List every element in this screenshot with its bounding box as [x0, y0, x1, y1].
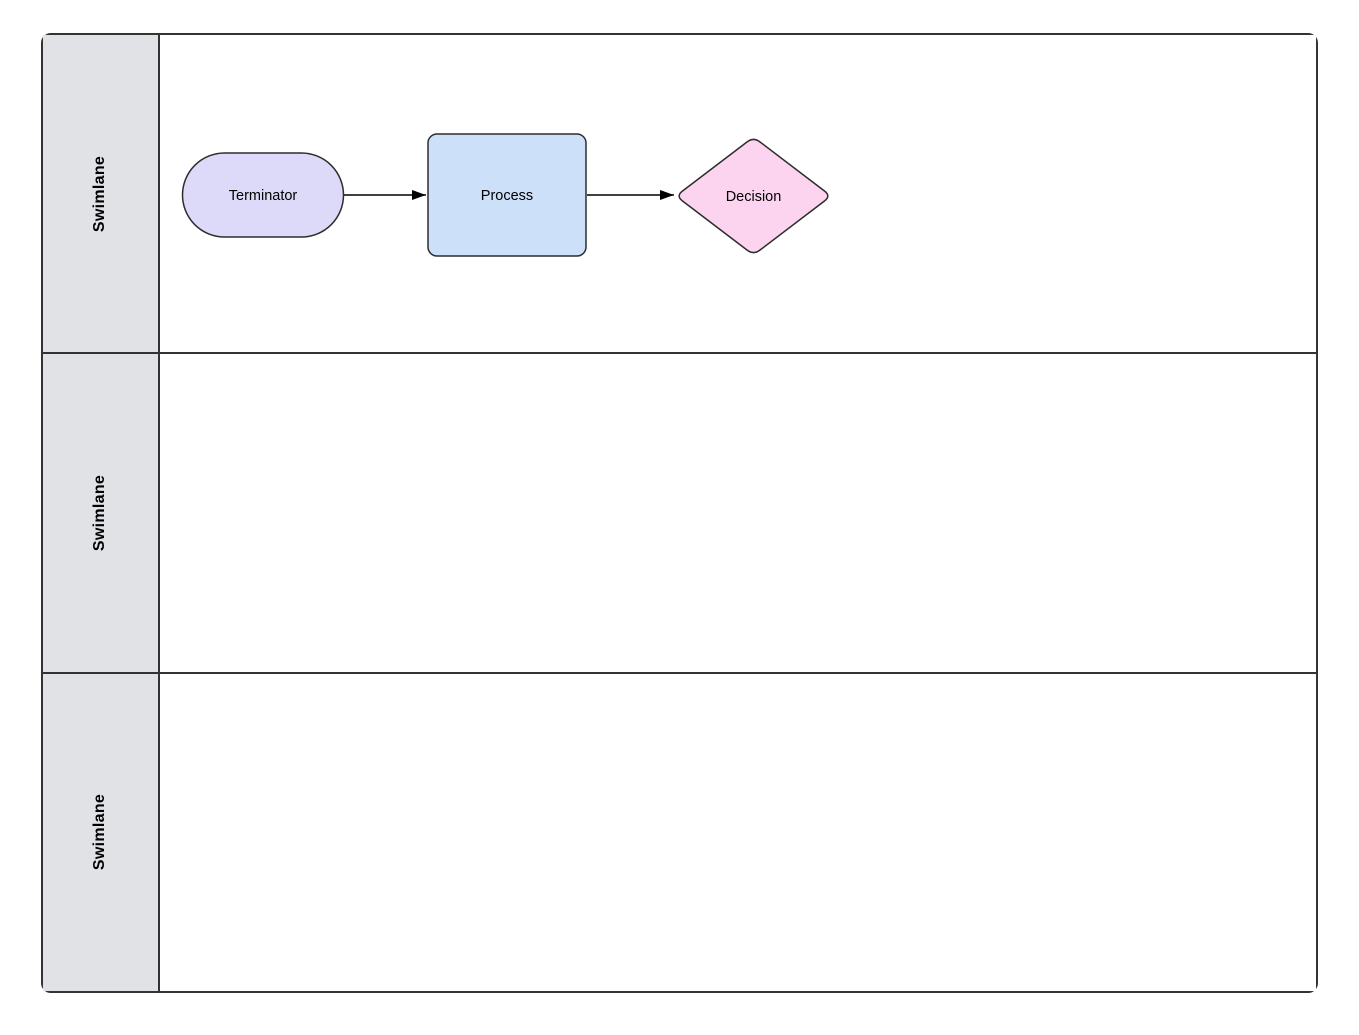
swimlane-2-label: Swimlane [91, 474, 109, 552]
swimlane-2: Swimlane [43, 352, 1316, 672]
swimlane-3-header[interactable]: Swimlane [43, 673, 160, 991]
swimlane-1-body [160, 35, 1316, 353]
swimlane-1-header[interactable]: Swimlane [43, 35, 160, 353]
swimlane-3-label: Swimlane [91, 794, 109, 871]
swimlane-1: Swimlane [43, 35, 1316, 353]
swimlane-pool: Swimlane Swimlane Swimlane [41, 33, 1318, 993]
swimlane-2-header[interactable]: Swimlane [43, 354, 160, 672]
swimlane-2-body [160, 354, 1316, 672]
swimlane-3-body [160, 673, 1316, 991]
swimlane-1-label: Swimlane [91, 155, 109, 232]
swimlane-3: Swimlane [43, 671, 1316, 991]
